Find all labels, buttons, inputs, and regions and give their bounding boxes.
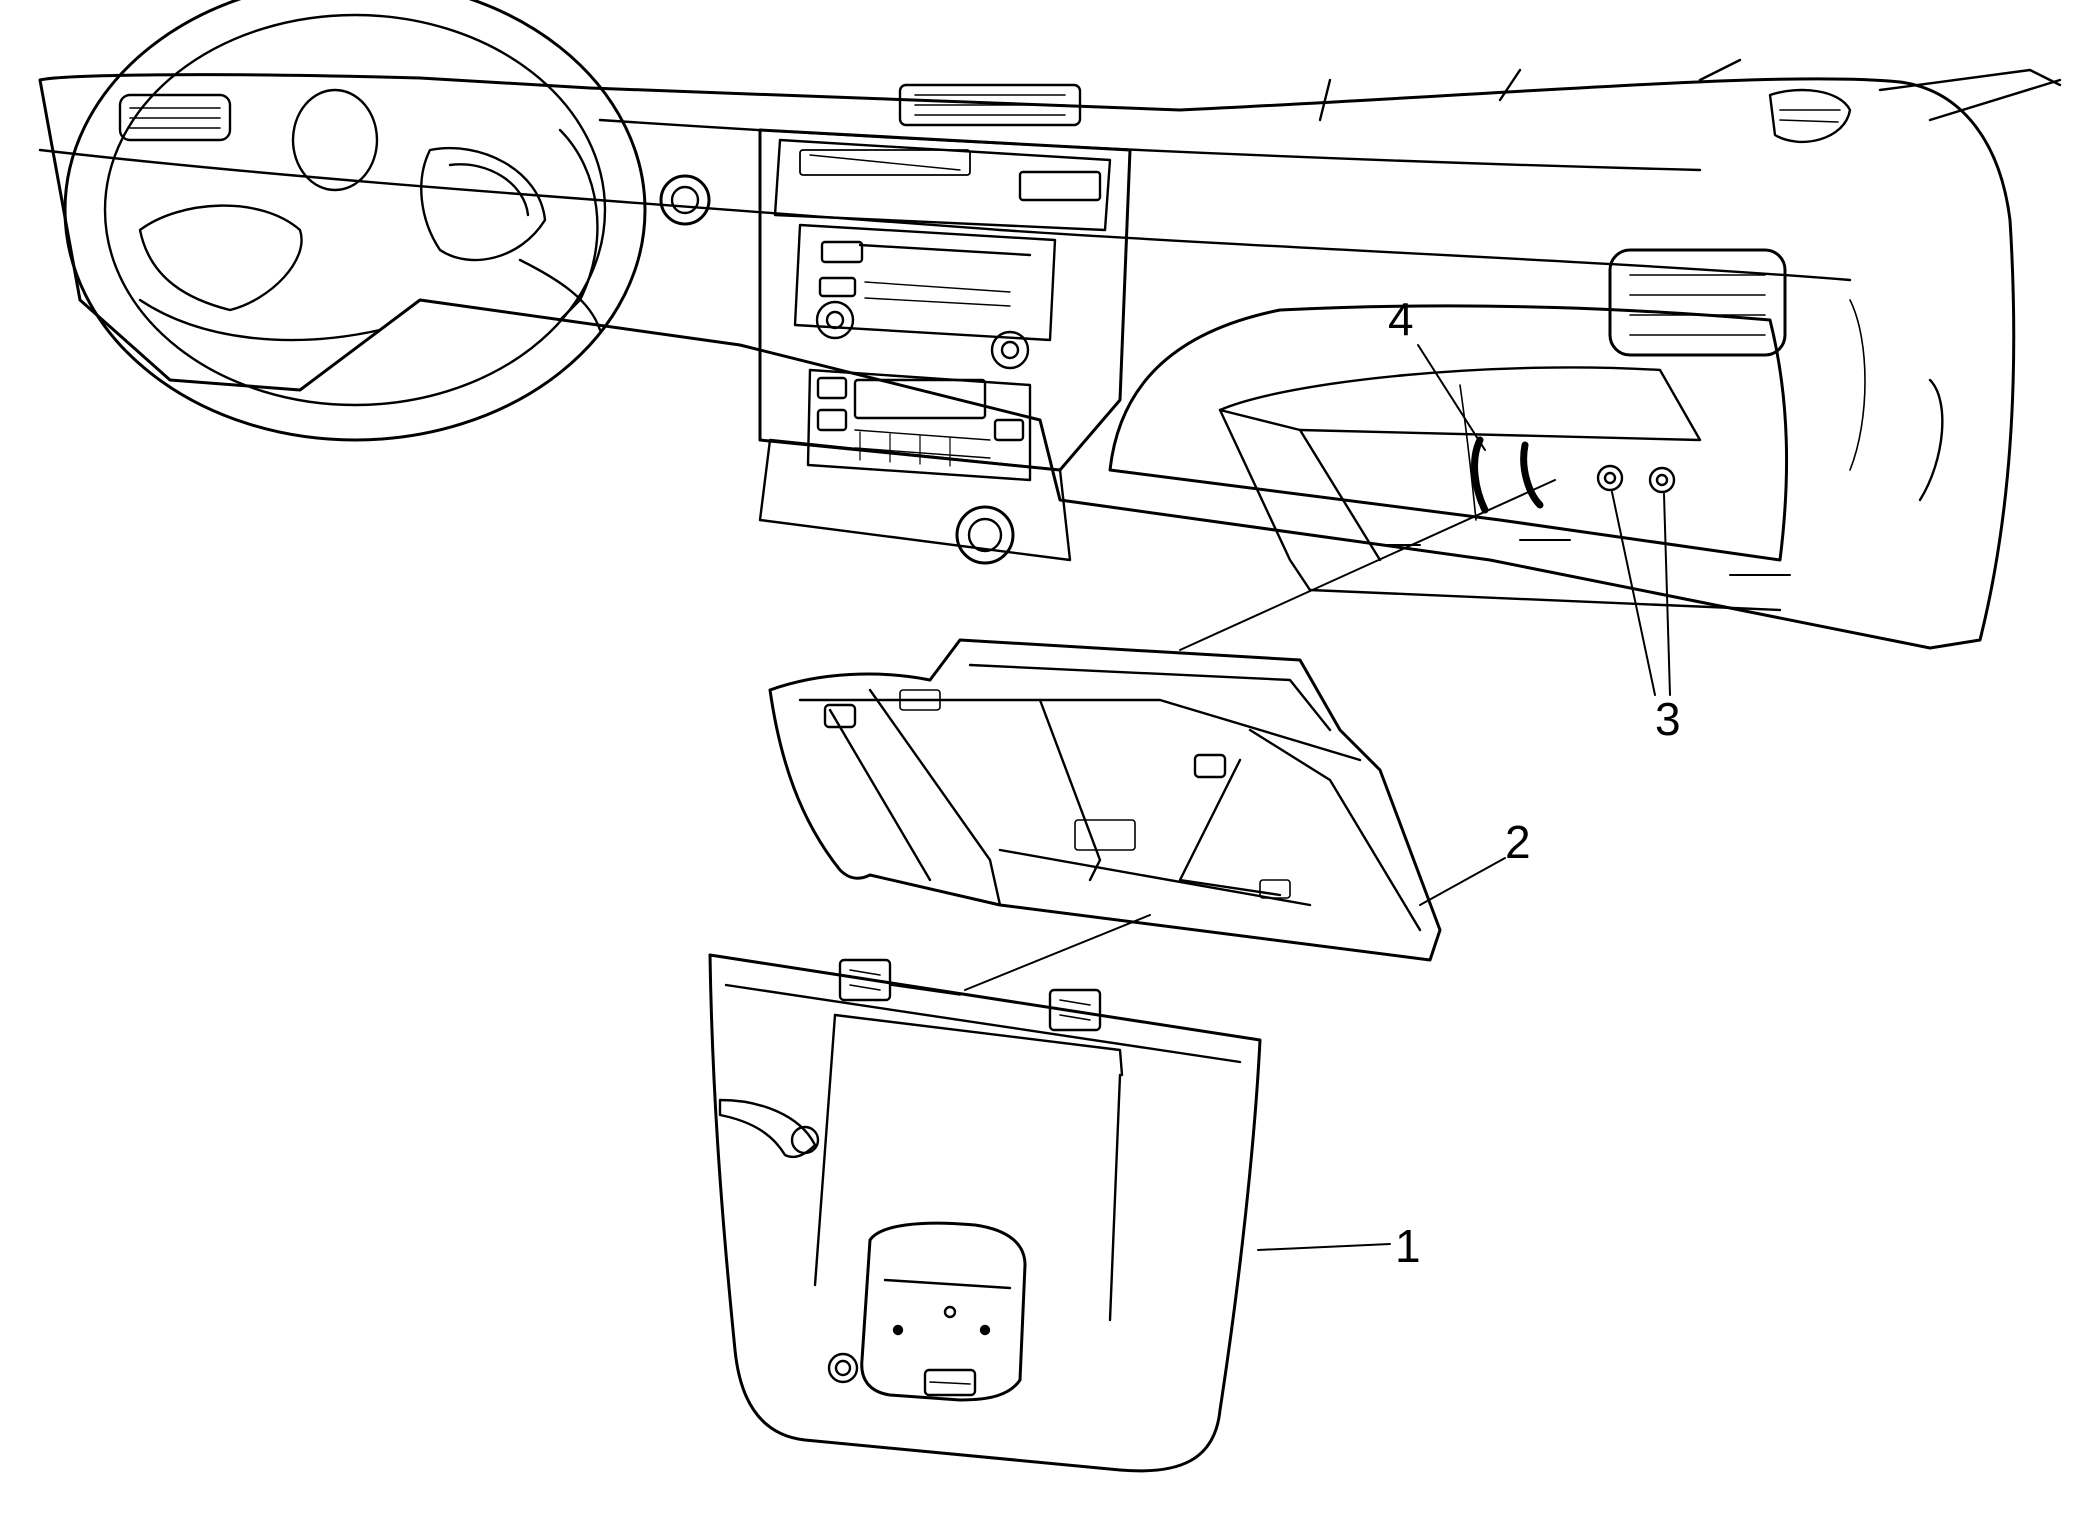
- glove-box-bin: [768, 638, 1442, 962]
- center-stack: [758, 128, 1132, 565]
- leader-line-1: [1257, 1243, 1391, 1251]
- glove-box-door: [708, 953, 1262, 1473]
- callout-4: 4: [1388, 293, 1414, 345]
- leader-line-3b: [1663, 493, 1671, 696]
- leader-line-4b: [1179, 479, 1556, 651]
- leader-line-2: [1419, 857, 1506, 906]
- leader-line-2b: [964, 914, 1151, 991]
- leader-line-4: [1417, 344, 1486, 451]
- callouts: 1 2 3 4: [1388, 293, 1681, 1272]
- leader-line-3a: [1611, 491, 1656, 696]
- steering-wheel: [63, 0, 647, 442]
- callout-1: 1: [1395, 1220, 1421, 1272]
- callout-3: 3: [1655, 693, 1681, 745]
- leader-lines: [964, 344, 1671, 1251]
- dashboard: [38, 0, 2062, 650]
- callout-2: 2: [1505, 816, 1531, 868]
- glove-box-opening: [1108, 304, 1791, 612]
